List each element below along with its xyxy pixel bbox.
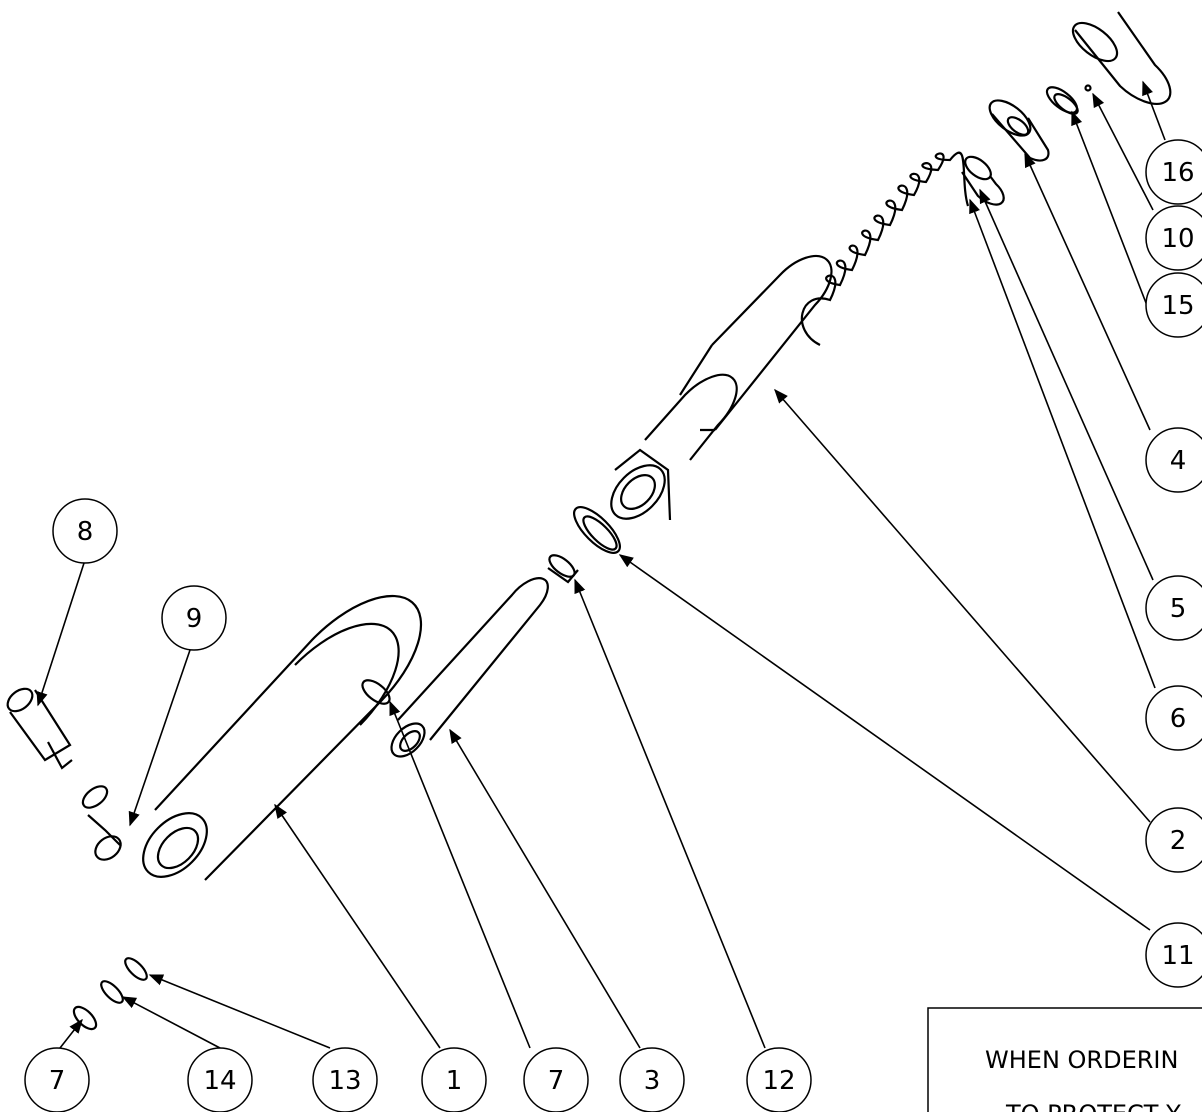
part-oring-7-upper [361, 679, 391, 705]
part-ring-14 [100, 980, 124, 1004]
callout-circle-3 [619, 1047, 685, 1112]
part-rod-3 [390, 577, 549, 758]
callout-circle-15 [1145, 272, 1202, 338]
callout-label-14: 14 [203, 1066, 236, 1096]
leader-10 [1092, 92, 1154, 211]
leader-12 [574, 578, 766, 1049]
callout-circle-4 [1145, 427, 1202, 493]
callout-circle-11 [1145, 922, 1202, 988]
callout-label-13: 13 [328, 1066, 361, 1096]
callout-circle-7a [24, 1047, 90, 1112]
callout-label-7a: 7 [49, 1066, 66, 1096]
callout-circle-8 [52, 498, 118, 564]
ordering-note-line2: TO PROTECT Y [1005, 1100, 1181, 1112]
callout-circle-16 [1145, 139, 1202, 205]
callout-label-6: 6 [1170, 704, 1187, 734]
leader-7-upper [389, 700, 531, 1049]
part-washer-15 [1045, 86, 1079, 115]
part-nut-4 [988, 99, 1050, 162]
callout-circle-10 [1145, 205, 1202, 271]
part-cap-16 [1071, 11, 1172, 105]
part-fitting-8 [6, 687, 73, 770]
callout-label-12: 12 [762, 1066, 795, 1096]
callout-label-3: 3 [644, 1066, 661, 1096]
callout-circle-6 [1145, 685, 1202, 751]
callout-circle-13 [312, 1047, 378, 1112]
callout-circle-7b [523, 1047, 589, 1112]
callout-label-11: 11 [1161, 941, 1194, 971]
callout-label-4: 4 [1170, 446, 1187, 476]
ordering-note-line1: WHEN ORDERIN [985, 1046, 1178, 1074]
leader-7-lower [59, 1018, 83, 1049]
callout-label-9: 9 [186, 604, 203, 634]
part-ring-13-small [124, 957, 148, 981]
ordering-note-box [927, 1007, 1202, 1112]
callout-label-2: 2 [1170, 826, 1187, 856]
callout-label-8: 8 [77, 517, 94, 547]
callout-label-7b: 7 [548, 1066, 565, 1096]
callout-circle-9 [161, 585, 227, 651]
leader-16 [1142, 80, 1166, 141]
leader-13 [148, 974, 331, 1049]
callout-label-15: 15 [1161, 291, 1194, 321]
part-body-13 [142, 594, 423, 881]
callout-circle-12 [746, 1047, 812, 1112]
callout-label-5: 5 [1170, 594, 1187, 624]
callout-label-10: 10 [1161, 224, 1194, 254]
callout-label-16: 16 [1161, 158, 1194, 188]
leader-11 [618, 554, 1151, 931]
leader-9 [128, 649, 191, 827]
leader-3 [449, 728, 641, 1049]
part-pin-10 [1084, 84, 1092, 92]
callout-circle-2 [1145, 807, 1202, 873]
leader-2 [774, 388, 1151, 823]
leader-1 [274, 803, 441, 1049]
callout-circle-5 [1145, 575, 1202, 641]
leader-8 [36, 559, 86, 707]
leader-5 [979, 188, 1154, 581]
part-tube-2 [610, 254, 833, 521]
leader-15 [1071, 110, 1154, 322]
part-oring-11 [573, 506, 621, 554]
callout-label-1: 1 [446, 1066, 463, 1096]
leader-4 [1024, 152, 1151, 431]
leader-14 [121, 996, 221, 1049]
callout-circle-14 [187, 1047, 253, 1112]
part-valve-9 [81, 785, 122, 861]
callout-circle-1 [421, 1047, 487, 1112]
part-spring-6 [800, 151, 970, 346]
leader-6 [969, 198, 1156, 689]
part-ring-12 [547, 554, 579, 584]
